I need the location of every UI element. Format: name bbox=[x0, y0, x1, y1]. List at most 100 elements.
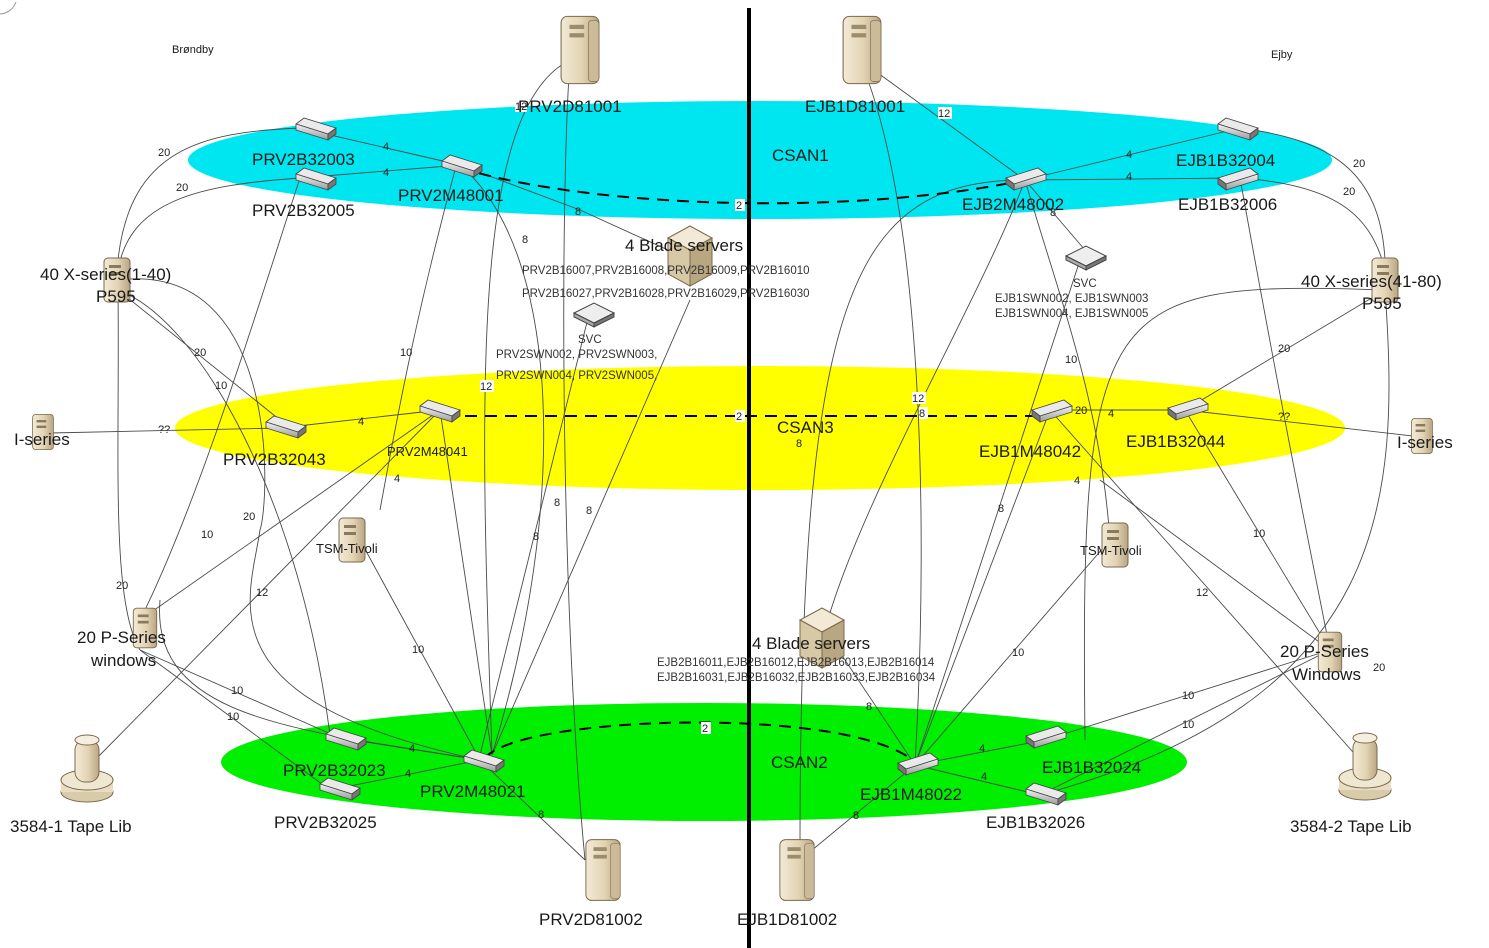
svg-text:20: 20 bbox=[1075, 405, 1087, 417]
switch-label-ejb1b32024: EJB1B32024 bbox=[1042, 758, 1141, 777]
svg-text:2: 2 bbox=[736, 200, 742, 212]
xseries-left-label: 40 X-series(1-40) bbox=[40, 265, 171, 284]
svg-text:8: 8 bbox=[586, 505, 592, 517]
svg-text:12: 12 bbox=[480, 381, 492, 393]
svg-text:12: 12 bbox=[938, 108, 950, 120]
svg-text:10: 10 bbox=[227, 711, 239, 723]
svg-text:20: 20 bbox=[158, 147, 170, 159]
svg-text:8: 8 bbox=[533, 531, 539, 543]
svg-text:20: 20 bbox=[1373, 662, 1385, 674]
tape-left-label: 3584-1 Tape Lib bbox=[10, 817, 132, 836]
blade-bottom-line1: EJB2B16011,EJB2B16012,EJB2B16013,EJB2B16… bbox=[657, 657, 935, 669]
svg-text:2: 2 bbox=[702, 723, 708, 735]
svg-text:10: 10 bbox=[215, 380, 227, 392]
svg-text:8: 8 bbox=[796, 438, 802, 450]
blade-chassis-icon bbox=[798, 607, 846, 669]
pseries-right-label-1: 20 P-Series bbox=[1280, 642, 1369, 661]
svg-text:4: 4 bbox=[383, 167, 389, 179]
server-tower-icon bbox=[779, 839, 815, 901]
switch-label-ejb1b32044: EJB1B32044 bbox=[1126, 432, 1225, 451]
svg-text:10: 10 bbox=[1182, 690, 1194, 702]
svg-text:12: 12 bbox=[912, 393, 924, 405]
fc-cabling bbox=[49, 59, 1431, 861]
blade-top-line2: PRV2B16027,PRV2B16028,PRV2B16029,PRV2B16… bbox=[522, 288, 810, 300]
switch-label-prv2b32025: PRV2B32025 bbox=[274, 813, 377, 832]
switch-label-ejb1b32006: EJB1B32006 bbox=[1178, 195, 1277, 214]
svg-text:4: 4 bbox=[409, 743, 415, 755]
switch-label-ejb1m48022: EJB1M48022 bbox=[860, 785, 962, 804]
svc-node-icon bbox=[572, 302, 616, 328]
svg-text:8: 8 bbox=[554, 497, 560, 509]
svg-text:4: 4 bbox=[981, 771, 987, 783]
svg-text:12: 12 bbox=[515, 101, 527, 113]
switch-label-prv2m48041: PRV2M48041 bbox=[387, 444, 468, 459]
server-label-ejb1d81002: EJB1D81002 bbox=[737, 910, 837, 929]
pseries-left-label-2: windows bbox=[90, 651, 156, 670]
svg-text:8: 8 bbox=[998, 503, 1004, 515]
svg-text:20: 20 bbox=[116, 580, 128, 592]
svc-right-label: SVC bbox=[1073, 278, 1097, 290]
iseries-left-label: I-series bbox=[14, 430, 70, 449]
svg-text:20: 20 bbox=[194, 347, 206, 359]
csan2-fabric-ellipse bbox=[221, 703, 1187, 821]
svg-text:20: 20 bbox=[1343, 186, 1355, 198]
csan2-isl-dashed bbox=[484, 721, 916, 763]
svg-text:8: 8 bbox=[575, 206, 581, 218]
svg-text:8: 8 bbox=[866, 701, 872, 713]
server-tower-icon bbox=[842, 15, 882, 85]
svg-text:10: 10 bbox=[1253, 528, 1265, 540]
svg-text:4: 4 bbox=[1108, 408, 1114, 420]
p595-left-label: P595 bbox=[96, 287, 136, 306]
switch-label-prv2m48001: PRV2M48001 bbox=[398, 186, 504, 205]
csan3-label: CSAN3 bbox=[777, 418, 834, 437]
svg-text:4: 4 bbox=[1126, 171, 1132, 183]
tape-right-label: 3584-2 Tape Lib bbox=[1290, 817, 1412, 836]
switch-label-ejb2m48002: EJB2M48002 bbox=[962, 195, 1064, 214]
site-label-right: Ejby bbox=[1271, 49, 1293, 61]
svg-text:4: 4 bbox=[383, 141, 389, 153]
server-label-prv2d81001: PRV2D81001 bbox=[518, 97, 622, 116]
switch-label-ejb1b32004: EJB1B32004 bbox=[1176, 151, 1275, 170]
svg-text:2: 2 bbox=[736, 411, 742, 423]
csan3-fabric-ellipse bbox=[175, 366, 1345, 490]
svg-text:8: 8 bbox=[1050, 207, 1056, 219]
svg-text:10: 10 bbox=[412, 644, 424, 656]
p595-right-label: P595 bbox=[1362, 294, 1402, 313]
tsm-right-label: TSM-Tivoli bbox=[1080, 543, 1142, 558]
svc-left-label: SVC bbox=[578, 334, 602, 346]
svg-text:8: 8 bbox=[538, 809, 544, 821]
switch-label-prv2m48021: PRV2M48021 bbox=[420, 782, 526, 801]
svg-text:4: 4 bbox=[358, 416, 364, 428]
csan2-label: CSAN2 bbox=[771, 753, 828, 772]
svg-text:10: 10 bbox=[1012, 647, 1024, 659]
site-label-left: Brøndby bbox=[172, 44, 214, 56]
tape-library-icon bbox=[60, 734, 114, 803]
tape-library-icon bbox=[1338, 732, 1392, 801]
svg-text:4: 4 bbox=[979, 743, 985, 755]
svg-text:20: 20 bbox=[1278, 343, 1290, 355]
svg-text:4: 4 bbox=[405, 768, 411, 780]
svg-text:10: 10 bbox=[1182, 719, 1194, 731]
csan1-fabric-ellipse bbox=[188, 101, 1332, 219]
svg-text:8: 8 bbox=[522, 234, 528, 246]
svg-text:10: 10 bbox=[231, 685, 243, 697]
svg-text:10: 10 bbox=[1065, 354, 1077, 366]
server-tower-icon bbox=[560, 15, 600, 85]
server-tower-icon bbox=[585, 839, 621, 901]
blade-chassis-icon bbox=[666, 225, 714, 287]
pseries-right-label-2: Windows bbox=[1292, 665, 1361, 684]
svg-text:10: 10 bbox=[201, 529, 213, 541]
switch-label-ejb1m48042: EJB1M48042 bbox=[979, 442, 1081, 461]
switch-label-ejb1b32026: EJB1B32026 bbox=[986, 813, 1085, 832]
svg-text:8: 8 bbox=[919, 408, 925, 420]
blade-top-title: 4 Blade servers bbox=[625, 236, 743, 255]
svc-right-line1: EJB1SWN002, EJB1SWN003 bbox=[995, 293, 1148, 305]
csan1-isl-dashed bbox=[459, 167, 1026, 205]
svg-text:20: 20 bbox=[176, 182, 188, 194]
xseries-right-label: 40 X-series(41-80) bbox=[1301, 272, 1442, 291]
svg-text:8: 8 bbox=[853, 810, 859, 822]
svg-text:12: 12 bbox=[1196, 587, 1208, 599]
svg-text:4: 4 bbox=[394, 473, 400, 485]
svg-text:10: 10 bbox=[400, 347, 412, 359]
